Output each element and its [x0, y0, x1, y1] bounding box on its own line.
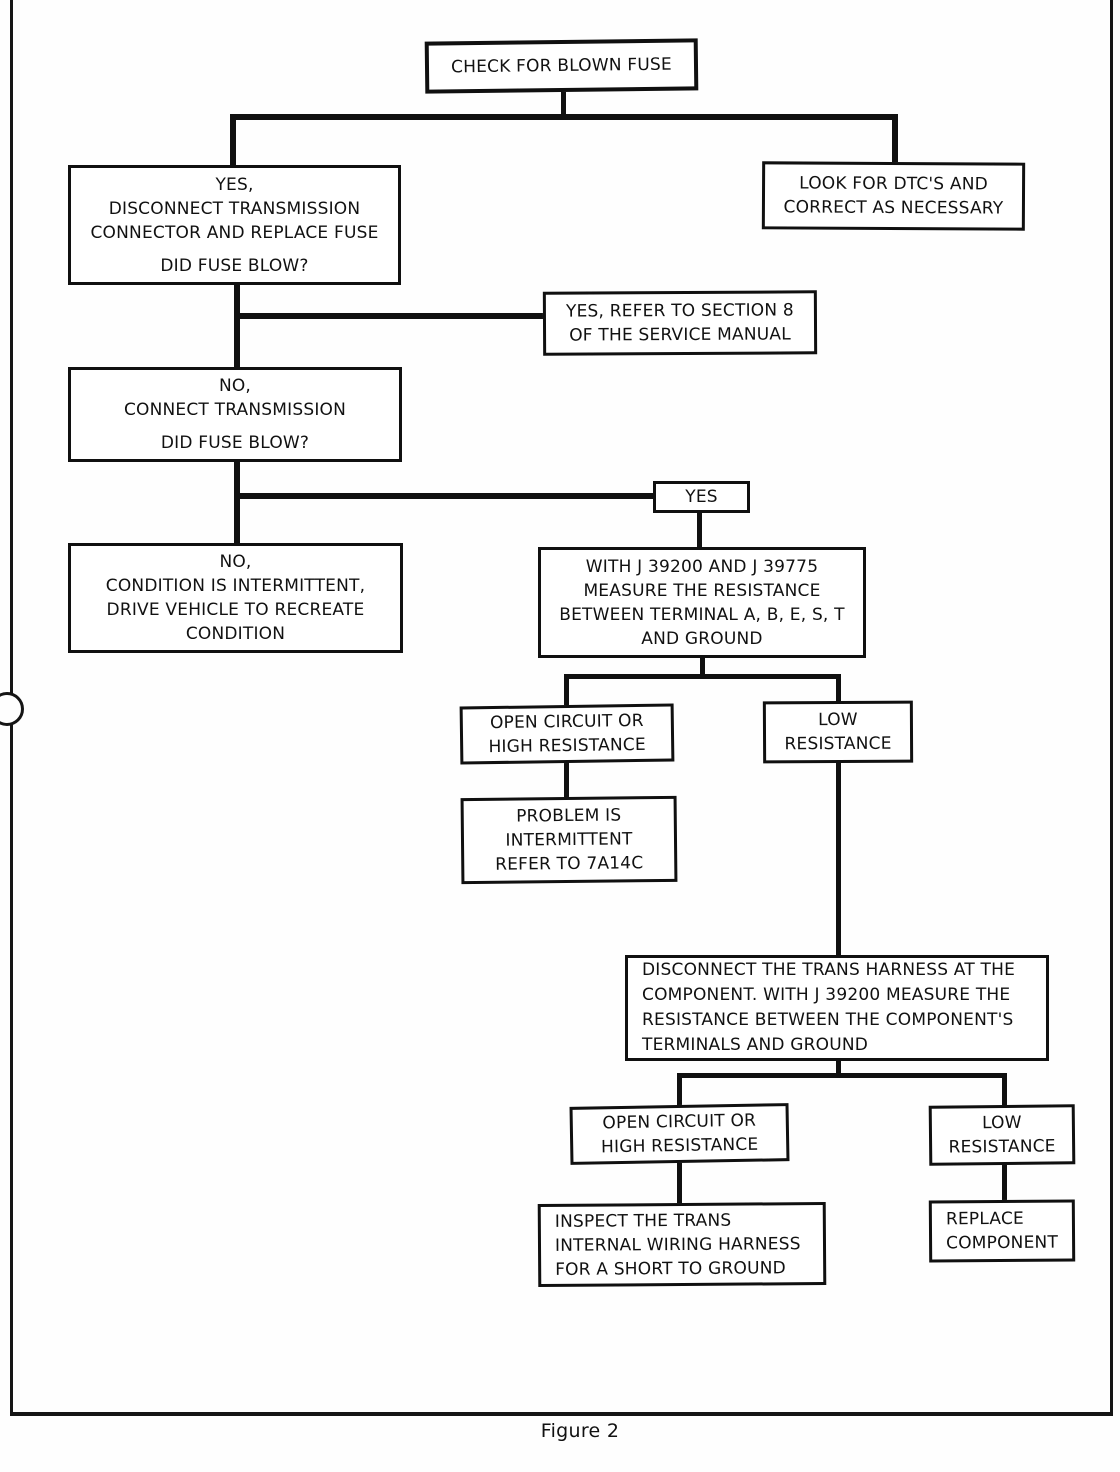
node-text: REPLACE: [945, 1208, 1025, 1230]
page-right-edge: [1110, 0, 1113, 1416]
node-text: DISCONNECT TRANSMISSION: [108, 198, 361, 219]
connector-harness-down: [836, 1059, 841, 1076]
node-text: NO,: [218, 376, 252, 396]
node-text: CONDITION IS INTERMITTENT,: [105, 576, 366, 596]
node-text: FOR A SHORT TO GROUND: [555, 1257, 786, 1280]
node-text: DISCONNECT THE TRANS HARNESS AT THE: [642, 960, 1016, 980]
connector-yesdisc-to-noconnect: [234, 284, 240, 369]
connector-measure-branch-h: [564, 674, 841, 679]
node-open-circuit-high-resistance-2: OPEN CIRCUIT OR HIGH RESISTANCE: [569, 1103, 790, 1165]
node-inspect-trans-harness: INSPECT THE TRANS INTERNAL WIRING HARNES…: [537, 1201, 827, 1288]
node-yes-disconnect-transmission: YES, DISCONNECT TRANSMISSION CONNECTOR A…: [68, 165, 401, 285]
node-measure-resistance-terminals: WITH J 39200 AND J 39775 MEASURE THE RES…: [538, 547, 866, 658]
node-text: COMPONENT. WITH J 39200 MEASURE THE: [642, 985, 1011, 1005]
node-text: CORRECT AS NECESSARY: [783, 197, 1004, 219]
connector-branch-open1-v: [564, 674, 569, 707]
node-text: BETWEEN TERMINAL A, B, E, S, T: [559, 604, 845, 625]
connector-low2-to-replace: [1002, 1164, 1007, 1202]
node-text: YES, REFER TO SECTION 8: [565, 300, 794, 322]
node-text: CONDITION: [185, 624, 286, 644]
node-text: NO,: [219, 552, 252, 572]
node-text: TERMINALS AND GROUND: [642, 1035, 869, 1055]
node-text: YES,: [215, 174, 254, 195]
node-text: CHECK FOR BLOWN FUSE: [450, 54, 673, 78]
node-text: AND GROUND: [641, 628, 763, 649]
node-no-connect-transmission: NO, CONNECT TRANSMISSION DID FUSE BLOW?: [68, 367, 402, 462]
node-text: HIGH RESISTANCE: [600, 1134, 759, 1158]
node-text: HIGH RESISTANCE: [488, 734, 646, 758]
node-text: OF THE SERVICE MANUAL: [569, 324, 791, 346]
node-text: DID FUSE BLOW?: [160, 433, 310, 453]
node-text: PROBLEM IS: [516, 805, 622, 827]
node-text: LOOK FOR DTC'S AND: [799, 173, 989, 195]
figure-caption: Figure 2: [540, 1420, 620, 1442]
node-text: COMPONENT: [946, 1232, 1059, 1254]
connector-top-branch-right-v: [892, 114, 898, 165]
connector-yes-to-measure: [697, 512, 702, 549]
connector-branch-open2-v: [677, 1073, 682, 1107]
connector-branch-low1-v: [836, 674, 841, 703]
node-text: LOW: [818, 709, 858, 731]
node-replace-component: REPLACE COMPONENT: [928, 1199, 1076, 1263]
node-text: RESISTANCE: [784, 733, 892, 755]
node-low-resistance-2: LOW RESISTANCE: [928, 1104, 1076, 1166]
node-text: DRIVE VEHICLE TO RECREATE: [106, 600, 365, 620]
node-text: RESISTANCE BETWEEN THE COMPONENT'S: [642, 1010, 1014, 1030]
node-problem-intermittent-7a14c: PROBLEM IS INTERMITTENT REFER TO 7A14C: [460, 795, 678, 885]
connector-check-down: [561, 91, 566, 119]
connector-branch-low2-v: [1002, 1073, 1007, 1107]
node-text: INTERNAL WIRING HARNESS: [554, 1233, 801, 1256]
node-text: YES: [685, 487, 718, 507]
connector-harness-branch-h: [677, 1073, 1007, 1078]
node-check-for-blown-fuse: CHECK FOR BLOWN FUSE: [424, 38, 699, 94]
node-look-for-dtcs: LOOK FOR DTC'S AND CORRECT AS NECESSARY: [761, 161, 1026, 231]
node-text: REFER TO 7A14C: [495, 853, 644, 875]
connector-noconnect-to-intermittent: [234, 461, 240, 545]
node-text: RESISTANCE: [948, 1136, 1056, 1158]
connector-measure-down: [700, 657, 705, 679]
node-text: CONNECTOR AND REPLACE FUSE: [90, 222, 379, 243]
connector-top-branch-left-v: [230, 114, 236, 167]
hole-punch-artifact: [0, 692, 24, 726]
node-open-circuit-high-resistance-1: OPEN CIRCUIT OR HIGH RESISTANCE: [459, 703, 675, 765]
node-text: DID FUSE BLOW?: [160, 255, 309, 276]
node-refer-section-8: YES, REFER TO SECTION 8 OF THE SERVICE M…: [542, 290, 818, 356]
node-text: INTERMITTENT: [505, 829, 633, 851]
node-text: INSPECT THE TRANS: [554, 1210, 732, 1232]
node-text: OPEN CIRCUIT OR: [602, 1110, 757, 1134]
connector-low1-to-harness: [836, 762, 841, 957]
connector-open2-to-inspect: [677, 1162, 682, 1205]
node-text: OPEN CIRCUIT OR: [489, 710, 644, 734]
connector-to-yes: [237, 493, 655, 499]
node-text: WITH J 39200 AND J 39775: [585, 556, 819, 577]
node-text: LOW: [981, 1112, 1022, 1134]
node-text: CONNECT TRANSMISSION: [123, 400, 347, 420]
node-no-condition-intermittent: NO, CONDITION IS INTERMITTENT, DRIVE VEH…: [68, 543, 403, 653]
connector-top-branch-h: [230, 114, 898, 120]
page-bottom-edge: [10, 1412, 1113, 1416]
node-text: MEASURE THE RESISTANCE: [583, 580, 821, 601]
connector-to-refer-section8: [237, 313, 545, 319]
node-disconnect-trans-harness: DISCONNECT THE TRANS HARNESS AT THE COMP…: [625, 955, 1049, 1061]
node-low-resistance-1: LOW RESISTANCE: [762, 700, 914, 764]
node-yes: YES: [653, 481, 750, 513]
connector-open1-to-problem: [564, 762, 569, 799]
